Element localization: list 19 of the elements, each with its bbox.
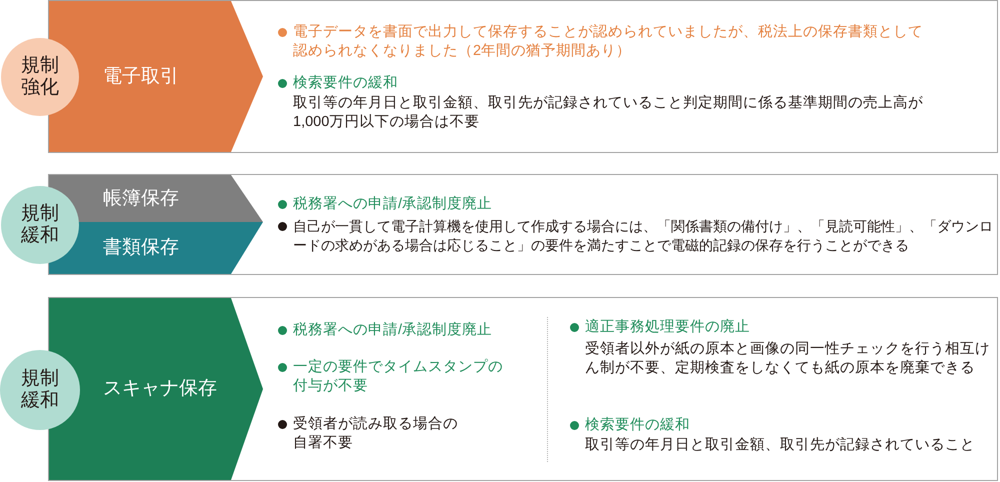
- requirement-heading: 一定の要件でタイムスタンプの付与が不要: [293, 358, 504, 396]
- requirement-heading: 検索要件の緩和: [293, 74, 398, 93]
- description-text: 取引等の年月日と取引金額、取引先が記録されていること判定期間に係る基準期間の売上高が1,000万円以下の場合は不要: [293, 94, 924, 132]
- chevron-label: 帳簿保存: [103, 186, 179, 210]
- notice-text: 電子データを書面で出力して保存することが認められていましたが、税法上の保存書類として認められなくなりました（2年間の猶予期間あり）: [293, 23, 924, 61]
- chevron-label: スキャナ保存: [103, 377, 217, 401]
- chevron-label: 書類保存: [103, 236, 179, 260]
- description-text: 取引等の年月日と取引金額、取引先が記録されていること: [585, 436, 976, 455]
- requirement-heading: 税務署への申請/承認制度廃止: [293, 321, 492, 340]
- category-label: 規制緩和: [20, 368, 60, 412]
- description-text: 受領者以外が紙の原本と画像の同一性チェックを行う相互けん制が不要、定期検査をしなくても紙の原本を廃棄できる: [585, 340, 991, 378]
- requirement-heading: 税務署への申請/承認制度廃止: [293, 195, 492, 214]
- category-label: 規制強化: [20, 55, 60, 99]
- chevron-label: 電子取引: [103, 64, 179, 88]
- requirement-heading: 適正事務処理要件の廃止: [585, 318, 750, 337]
- requirement-heading: 検索要件の緩和: [585, 416, 690, 435]
- requirement-text: 自己が一貫して電子計算機を使用して作成する場合には、「関係書類の備付け」、「見読可能性」、「ダウンロードの求めがある場合は応じること」の要件を満たすことで電磁的記録の保存を行うことができる: [293, 217, 993, 255]
- requirement-text: 受領者が読み取る場合の自署不要: [293, 415, 459, 453]
- category-label: 規制緩和: [20, 203, 60, 247]
